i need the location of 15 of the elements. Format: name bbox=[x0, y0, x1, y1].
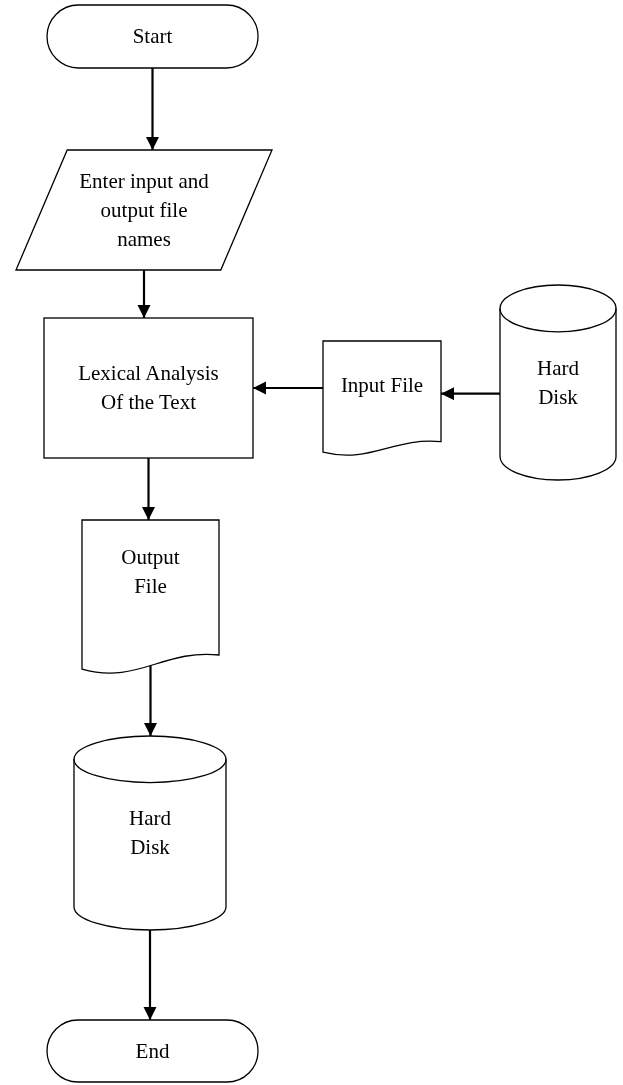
arrow bbox=[143, 665, 158, 736]
node-label: End bbox=[134, 1037, 171, 1065]
node-label: Input File bbox=[339, 371, 425, 399]
node-label: Output File bbox=[120, 543, 181, 600]
node-label: Enter input and output file names bbox=[78, 167, 210, 253]
arrow bbox=[253, 381, 323, 395]
node-label: Hard Disk bbox=[536, 354, 580, 411]
arrow bbox=[145, 68, 160, 150]
node-label: Start bbox=[131, 23, 174, 50]
arrow bbox=[143, 930, 157, 1020]
node-label: Lexical Analysis Of the Text bbox=[77, 360, 220, 416]
arrow bbox=[441, 387, 500, 401]
arrow bbox=[141, 458, 156, 520]
node-label: Hard Disk bbox=[128, 805, 172, 861]
arrow bbox=[137, 270, 151, 318]
